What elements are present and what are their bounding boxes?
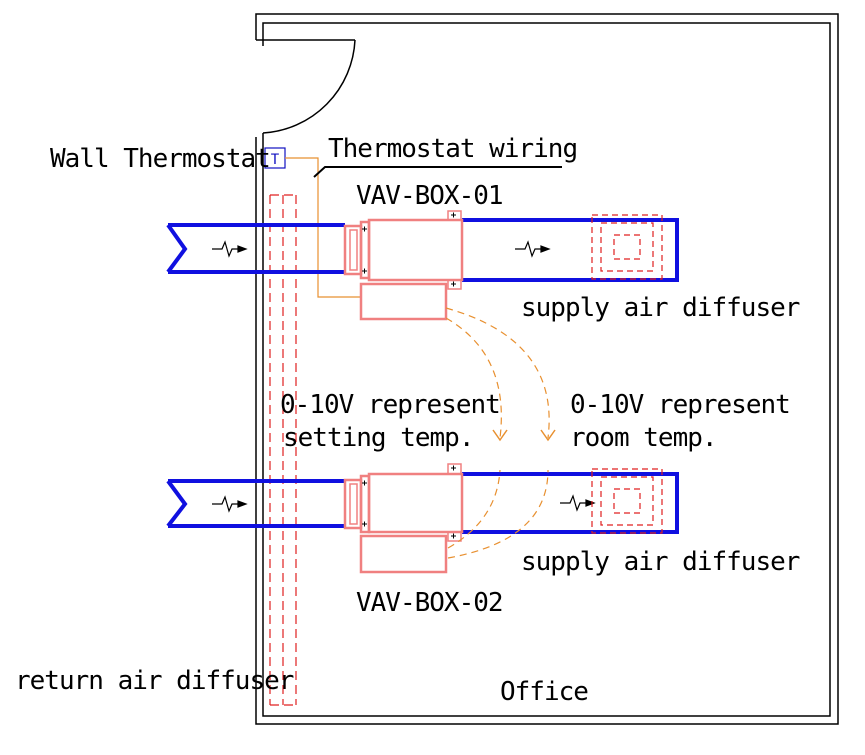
- airflow-arrow-1a: [212, 240, 248, 258]
- signal-arcs: [445, 307, 550, 559]
- signal-setting-label-line2: setting temp.: [283, 423, 474, 453]
- supply-air-diffuser-2-label: supply air diffuser: [521, 547, 800, 577]
- thermostat-wiring-label: Thermostat wiring: [328, 134, 577, 164]
- supply-duct-1: [166, 218, 679, 282]
- vav-box-02-plus-markers: [362, 465, 456, 539]
- wall-thermostat-label: Wall Thermostat: [50, 144, 270, 174]
- supply-air-diffuser-2-symbol: [591, 468, 663, 534]
- office-label: Office: [500, 677, 588, 707]
- signal-setting-label-line1: 0-10V represent: [280, 390, 500, 420]
- return-air-diffuser: [269, 194, 297, 706]
- signal-arrowheads: [492, 429, 556, 442]
- thermostat-wiring-line: [285, 157, 362, 298]
- vav-box-02-label: VAV-BOX-02: [356, 588, 503, 618]
- return-air-diffuser-label: return air diffuser: [15, 666, 294, 696]
- thermostat-letter: T: [271, 152, 280, 168]
- office-walls: [255, 13, 839, 725]
- vav-box-02: [343, 463, 464, 574]
- vav-box-01: [343, 210, 464, 321]
- supply-air-diffuser-1-symbol: [591, 214, 663, 280]
- door-swing-arc: [262, 39, 356, 134]
- signal-room-label-line1: 0-10V represent: [570, 390, 790, 420]
- airflow-arrow-1b: [515, 240, 551, 258]
- thermostat-wiring-leader: [313, 166, 562, 178]
- airflow-arrow-2a: [212, 495, 248, 513]
- vav-box-01-plus-markers: [362, 212, 456, 287]
- vav-box-01-label: VAV-BOX-01: [356, 181, 503, 211]
- airflow-arrow-2b: [560, 494, 596, 512]
- supply-duct-2: [166, 472, 679, 534]
- supply-air-diffuser-1-label: supply air diffuser: [521, 293, 800, 323]
- signal-room-label-line2: room temp.: [570, 423, 717, 453]
